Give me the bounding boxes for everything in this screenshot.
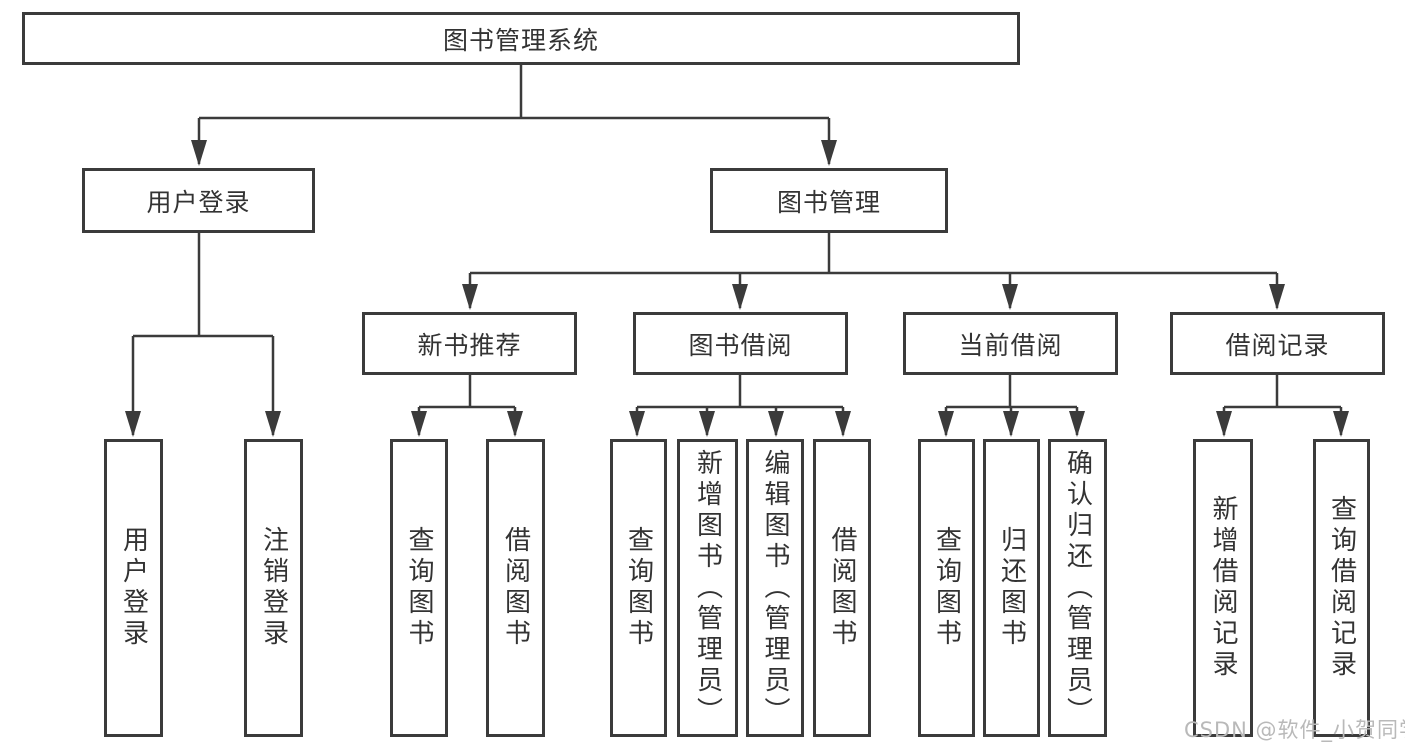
connector-borrowing-records — [1222, 375, 1343, 435]
leaf-user-login: 用户登录 — [104, 439, 163, 737]
arrowhead — [768, 411, 784, 437]
arrowhead — [732, 284, 748, 310]
leaf-add-books-admin: 新增图书（管理员） — [677, 439, 738, 737]
arrowhead — [125, 411, 141, 437]
node-borrowing-records: 借阅记录 — [1170, 312, 1385, 375]
node-current-borrowing: 当前借阅 — [903, 312, 1118, 375]
arrowhead — [1269, 284, 1285, 310]
csdn-watermark: CSDN @软件_小贺同学 — [1184, 718, 1405, 742]
arrowhead — [462, 284, 478, 310]
leaf-edit-books-admin: 编辑图书（管理员） — [746, 439, 804, 737]
connector-user-login — [131, 233, 275, 435]
leaf-borrow-books-2: 借阅图书 — [813, 439, 871, 737]
connector-book-borrowing — [635, 375, 845, 435]
connector-new-book-recommend — [417, 375, 517, 435]
arrowhead — [1069, 411, 1085, 437]
leaf-borrow-books: 借阅图书 — [486, 439, 545, 737]
arrowhead — [1216, 411, 1232, 437]
arrowhead — [1002, 284, 1018, 310]
leaf-logout: 注销登录 — [244, 439, 303, 737]
arrowhead — [507, 411, 523, 437]
leaf-return-books: 归还图书 — [983, 439, 1040, 737]
arrowhead — [699, 411, 715, 437]
arrowhead — [1003, 411, 1019, 437]
node-user-login: 用户登录 — [82, 168, 315, 233]
arrowhead — [191, 140, 207, 166]
leaf-query-borrow-record: 查询借阅记录 — [1313, 439, 1370, 737]
node-root: 图书管理系统 — [22, 12, 1020, 65]
arrowhead — [629, 411, 645, 437]
arrowhead — [835, 411, 851, 437]
arrowhead — [821, 140, 837, 166]
connector-current-borrowing — [944, 375, 1079, 435]
leaf-query-books-3: 查询图书 — [918, 439, 975, 737]
node-book-borrowing: 图书借阅 — [633, 312, 848, 375]
node-book-management: 图书管理 — [710, 168, 948, 233]
arrowhead — [1333, 411, 1349, 437]
node-new-book-recommend: 新书推荐 — [362, 312, 577, 375]
arrowhead — [265, 411, 281, 437]
leaf-confirm-return-admin: 确认归还（管理员） — [1048, 439, 1107, 737]
leaf-query-books: 查询图书 — [390, 439, 448, 737]
leaf-query-books-2: 查询图书 — [610, 439, 667, 737]
leaf-add-borrow-record: 新增借阅记录 — [1193, 439, 1253, 737]
arrowhead — [938, 411, 954, 437]
connector-root — [197, 65, 831, 164]
connector-book-management — [468, 233, 1279, 308]
arrowhead — [411, 411, 427, 437]
